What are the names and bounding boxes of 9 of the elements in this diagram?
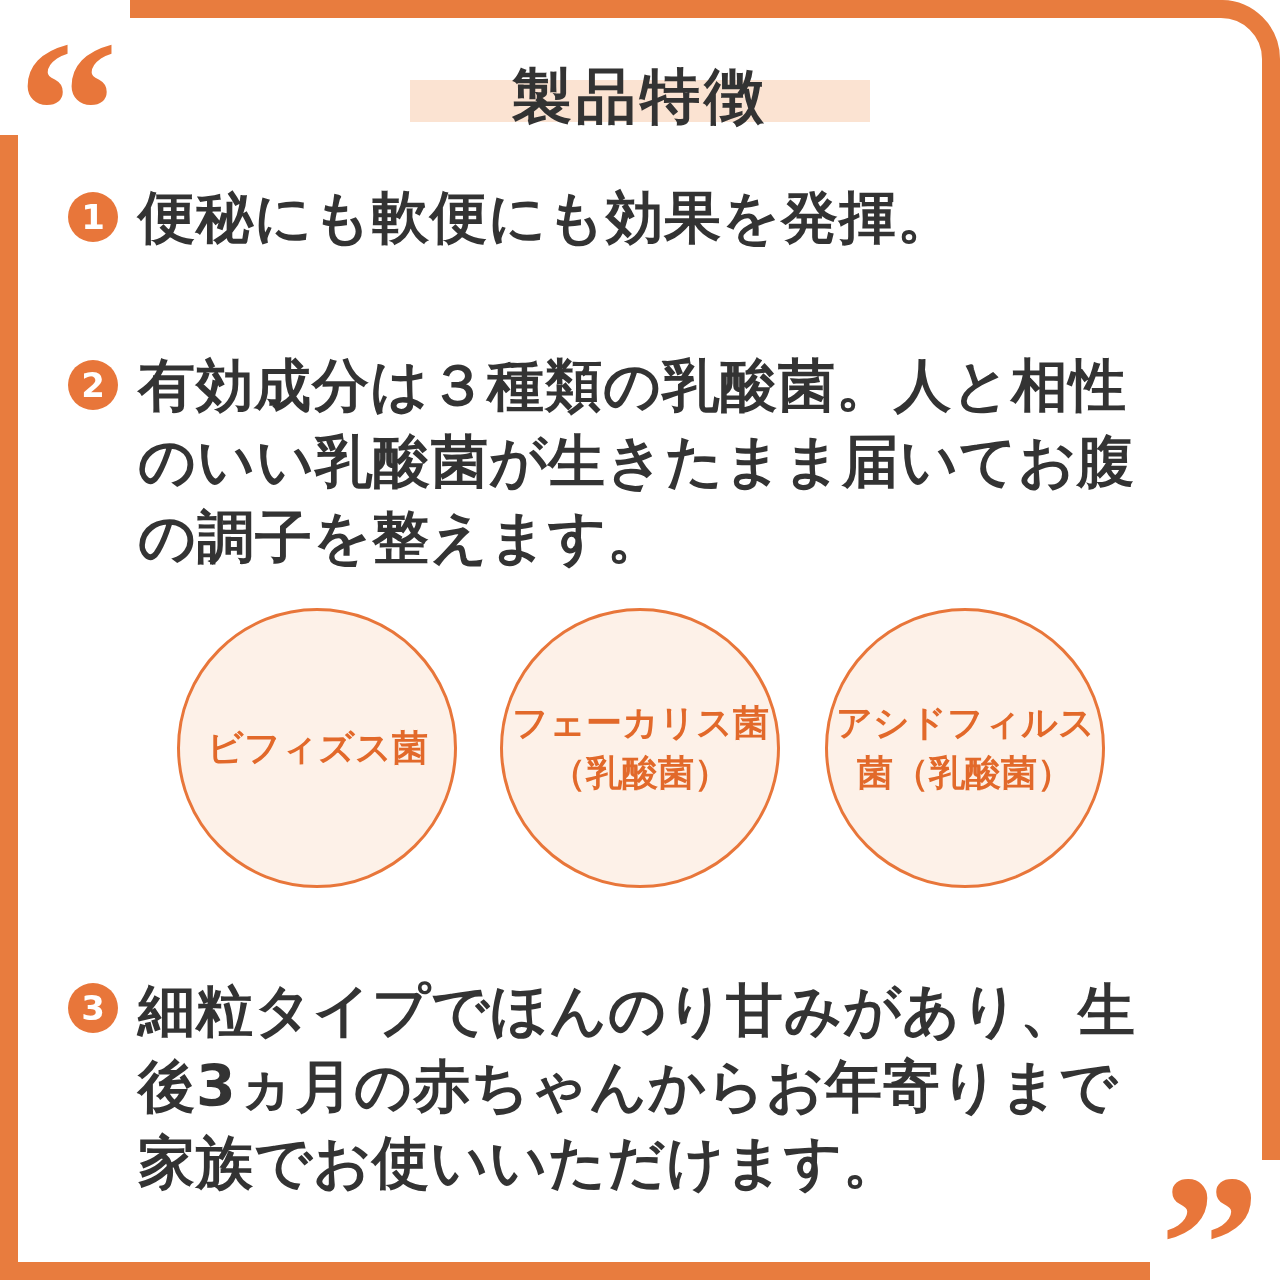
ingredient-circle: ビフィズス菌 (177, 608, 457, 888)
number-badge: 2 (68, 360, 118, 410)
quote-mark: ” (1160, 1145, 1260, 1280)
ingredient-circle: アシドフィルス菌（乳酸菌） (825, 608, 1105, 888)
feature-text: 便秘にも軟便にも効果を発揮。 (138, 183, 956, 252)
feature-text: 細粒タイプでほんのり甘みがあり、生後3ヵ月の赤ちゃんからお年寄りまで家族でお使いいただけます。 (138, 976, 1137, 1197)
ingredient-circle: フェーカリス菌（乳酸菌） (500, 608, 780, 888)
number-badge: 3 (68, 983, 118, 1033)
feature-text: 有効成分は３種類の乳酸菌。人と相性のいい乳酸菌が生きたまま届いてお腹の調子を整えます。 (138, 351, 1136, 572)
